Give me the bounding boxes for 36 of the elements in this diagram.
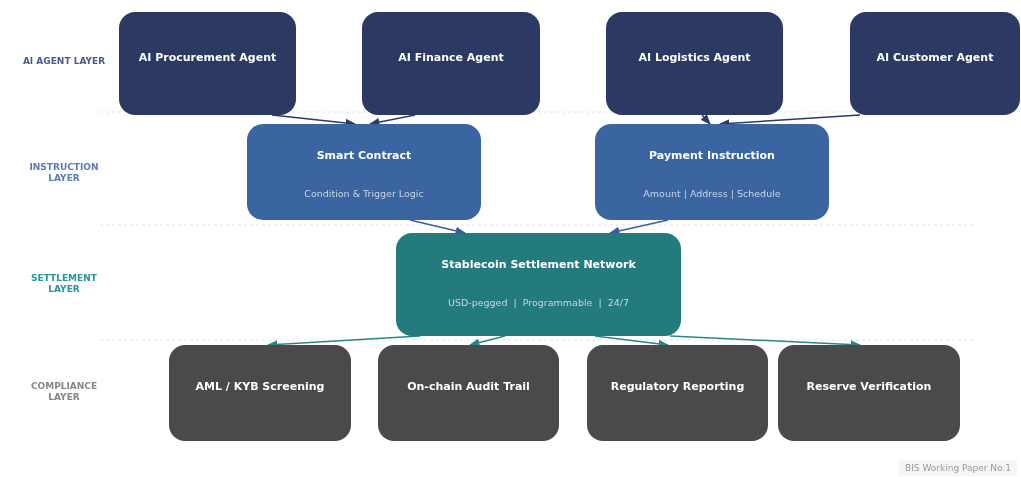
box-title: AI Customer Agent [876,52,994,64]
process-box [606,12,783,115]
process-box [119,12,296,115]
process-box [850,12,1020,115]
arrow [469,335,506,347]
layer-label: AI AGENT LAYER [21,56,107,67]
source-note: BIS Working Paper No.1 [899,460,1017,476]
arrow [594,335,670,348]
box-title: AI Logistics Agent [638,52,751,64]
layer-label: INSTRUCTION LAYER [28,162,100,184]
process-box [778,345,960,441]
arrow [409,219,466,235]
box-title: Payment Instruction [649,150,775,162]
box-title: Reserve Verification [806,381,932,393]
arrow [368,114,416,127]
process-box [595,124,829,220]
box-title: On-chain Audit Trail [407,381,530,393]
process-box [247,124,481,220]
box-subtitle: USD-pegged | Programmable | 24/7 [447,297,630,308]
box-title: AML / KYB Screening [195,381,325,393]
box-title: AI Procurement Agent [138,52,277,64]
box-subtitle: Amount | Address | Schedule [643,188,781,199]
process-box [396,233,681,336]
box-title: Regulatory Reporting [610,381,745,393]
process-box [378,345,559,441]
process-box [587,345,768,441]
arrow [609,219,669,236]
arrow [700,114,711,125]
box-title: AI Finance Agent [398,52,504,64]
box-subtitle: Condition & Trigger Logic [304,188,424,199]
layer-label: COMPLIANCE LAYER [29,381,99,403]
process-box [362,12,540,115]
process-box [169,345,351,441]
layer-label: SETTLEMENT LAYER [30,273,98,295]
box-title: Stablecoin Settlement Network [441,259,636,271]
box-title: Smart Contract [316,150,412,162]
